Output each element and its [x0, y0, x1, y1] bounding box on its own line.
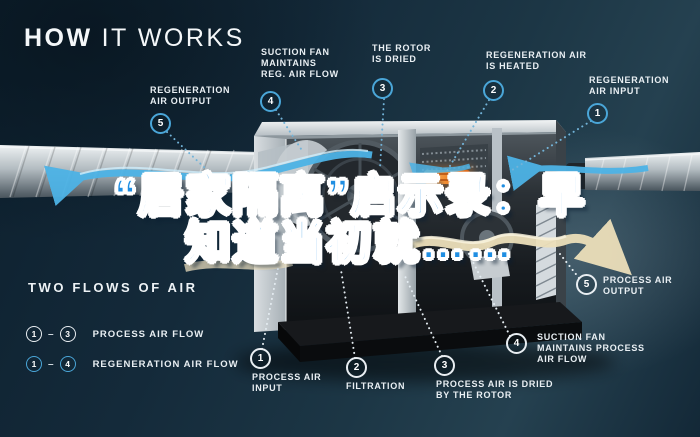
process-air-ribbon — [184, 218, 632, 276]
base-platform — [278, 302, 582, 362]
legend-circle-from: 1 — [26, 326, 42, 342]
step-badge-process-3: 3 — [434, 355, 455, 376]
callout-suction-fan-process-label: SUCTION FAN MAINTAINS PROCESS AIR FLOW — [537, 332, 645, 364]
page-title: HOW IT WORKS — [24, 24, 245, 53]
legend-row-process-air-flow: 1 – 3 PROCESS AIR FLOW — [26, 326, 204, 342]
legend-label-process: PROCESS AIR FLOW — [92, 328, 205, 340]
callout-suction-fan-reg-label: SUCTION FAN MAINTAINS REG. AIR FLOW — [261, 47, 339, 79]
title-light: IT WORKS — [101, 24, 245, 52]
callout-process-air-dried-label: PROCESS AIR IS DRIED BY THE ROTOR — [436, 379, 554, 400]
callout-process-air-output-label: PROCESS AIR OUTPUT — [603, 275, 673, 296]
step-badge-process-4: 4 — [506, 333, 527, 354]
step-badge-process-1: 1 — [250, 348, 271, 369]
legend-circle-to: 3 — [59, 326, 76, 342]
overlay-line-1: “居家隔离”启示录：早 — [113, 170, 586, 221]
title-bold: HOW — [24, 24, 93, 52]
step-badge-process-5: 5 — [576, 274, 597, 295]
legend-circle-to: 4 — [59, 356, 76, 372]
callout-regen-air-input-label: REGENERATION AIR INPUT — [589, 75, 670, 96]
range-dash: – — [48, 328, 54, 340]
legend-title: TWO FLOWS OF AIR — [28, 280, 198, 295]
step-badge-regen-3: 3 — [372, 78, 393, 99]
legend-label-regeneration: REGENERATION AIR FLOW — [92, 358, 239, 370]
chinese-overlay-text: “居家隔离”启示录：早 知道当初就…… — [0, 170, 700, 268]
callout-process-air-input-label: PROCESS AIR INPUT — [252, 372, 322, 393]
suction-fan — [460, 211, 514, 280]
callout-regen-air-heated-label: REGENERATION AIR IS HEATED — [486, 50, 587, 71]
range-dash: – — [48, 358, 54, 370]
output-filter — [535, 200, 557, 300]
callout-filtration-label: FILTRATION — [346, 381, 406, 391]
legend-row-regeneration-air-flow: 1 – 4 REGENERATION AIR FLOW — [26, 356, 239, 372]
machine-body — [254, 120, 582, 362]
step-badge-process-2: 2 — [346, 357, 367, 378]
step-badge-regen-4: 4 — [260, 91, 281, 112]
callout-rotor-dried-label: THE ROTOR IS DRIED — [372, 43, 432, 64]
step-badge-regen-1: 1 — [587, 103, 608, 124]
step-badge-regen-5: 5 — [150, 113, 171, 134]
leader-lines-process — [261, 251, 580, 359]
step-badge-regen-2: 2 — [483, 80, 504, 101]
leader-lines-regeneration — [166, 98, 592, 173]
legend-circle-from: 1 — [26, 356, 42, 372]
machine-top-face — [254, 120, 566, 136]
overlay-line-2: 知道当初就…… — [184, 217, 515, 268]
callout-regeneration-air-output-label: REGENERATION AIR OUTPUT — [150, 85, 231, 106]
